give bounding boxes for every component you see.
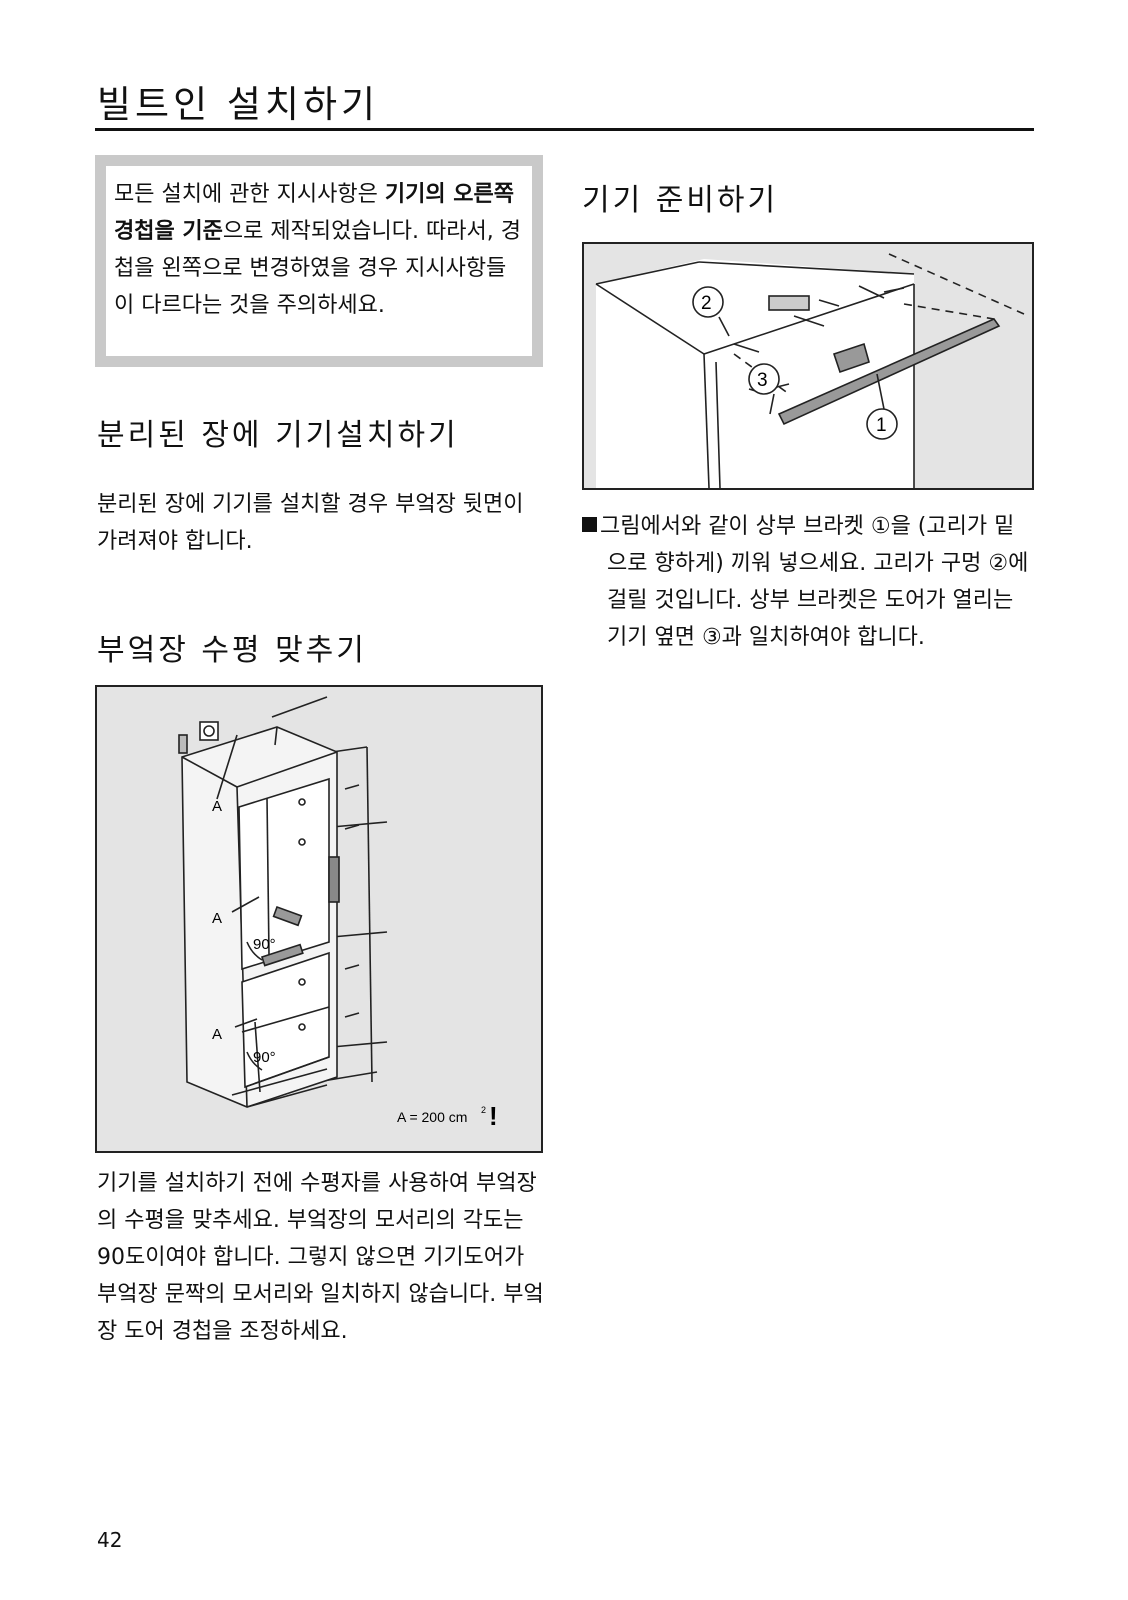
notice-part1: 모든 설치에 관한 지시사항은 xyxy=(114,182,385,207)
bracket-figure: 2 3 1 xyxy=(582,242,1034,490)
area-superscript: 2 xyxy=(481,1105,486,1115)
bullet-square-icon xyxy=(582,517,597,532)
callout-2: 2 xyxy=(701,293,712,314)
label-a-1: A xyxy=(212,798,222,815)
heading-prepare: 기기 준비하기 xyxy=(582,183,779,218)
warning-exclamation: ! xyxy=(489,1101,498,1131)
notice-bold: 기기의 오른쪽 경첩을 기준 xyxy=(114,182,514,244)
heading-leveling: 부엌장 수평 맞추기 xyxy=(97,633,367,668)
text-leveling: 기기를 설치하기 전에 수평자를 사용하여 부엌장의 수평을 맞추세요. 부엌장… xyxy=(97,1171,544,1344)
label-a-3: A xyxy=(212,1026,222,1043)
callout-3: 3 xyxy=(757,370,768,391)
text-separate-cabinet: 분리된 장에 기기를 설치할 경우 부엌장 뒷면이 가려져야 합니다. xyxy=(97,492,524,554)
page-number: 42 xyxy=(97,1528,123,1552)
text-prepare: 그림에서와 같이 상부 브라켓 ①을 (고리가 밑으로 향하게) 끼워 넣으세요… xyxy=(600,514,1029,650)
title-divider xyxy=(95,128,1034,131)
area-label: A = 200 cm xyxy=(397,1109,467,1125)
notice-box: 모든 설치에 관한 지시사항은 기기의 오른쪽 경첩을 기준으로 제작되었습니다… xyxy=(95,155,543,367)
notice-part2: 으로 제작되었습니다. 따라서, 경첩을 왼쪽으로 변경하였을 경우 지시사항들… xyxy=(114,219,521,318)
angle-label-2: 90° xyxy=(253,1049,276,1066)
cabinet-illustration: A A A 90° 90° A = 200 cm 2 ! xyxy=(178,696,498,1131)
callout-1: 1 xyxy=(876,415,887,436)
angle-label-1: 90° xyxy=(253,936,276,953)
bullet-prepare: 그림에서와 같이 상부 브라켓 ①을 (고리가 밑으로 향하게) 끼워 넣으세요… xyxy=(582,508,1034,656)
notice-text: 모든 설치에 관한 지시사항은 기기의 오른쪽 경첩을 기준으로 제작되었습니다… xyxy=(106,166,532,356)
label-a-2: A xyxy=(212,910,222,927)
heading-separate-cabinet: 분리된 장에 기기설치하기 xyxy=(97,418,459,453)
page-title: 빌트인 설치하기 xyxy=(97,83,380,126)
bracket-illustration: 2 3 1 xyxy=(595,253,1025,488)
cabinet-leveling-figure: A A A 90° 90° A = 200 cm 2 ! xyxy=(95,685,543,1153)
